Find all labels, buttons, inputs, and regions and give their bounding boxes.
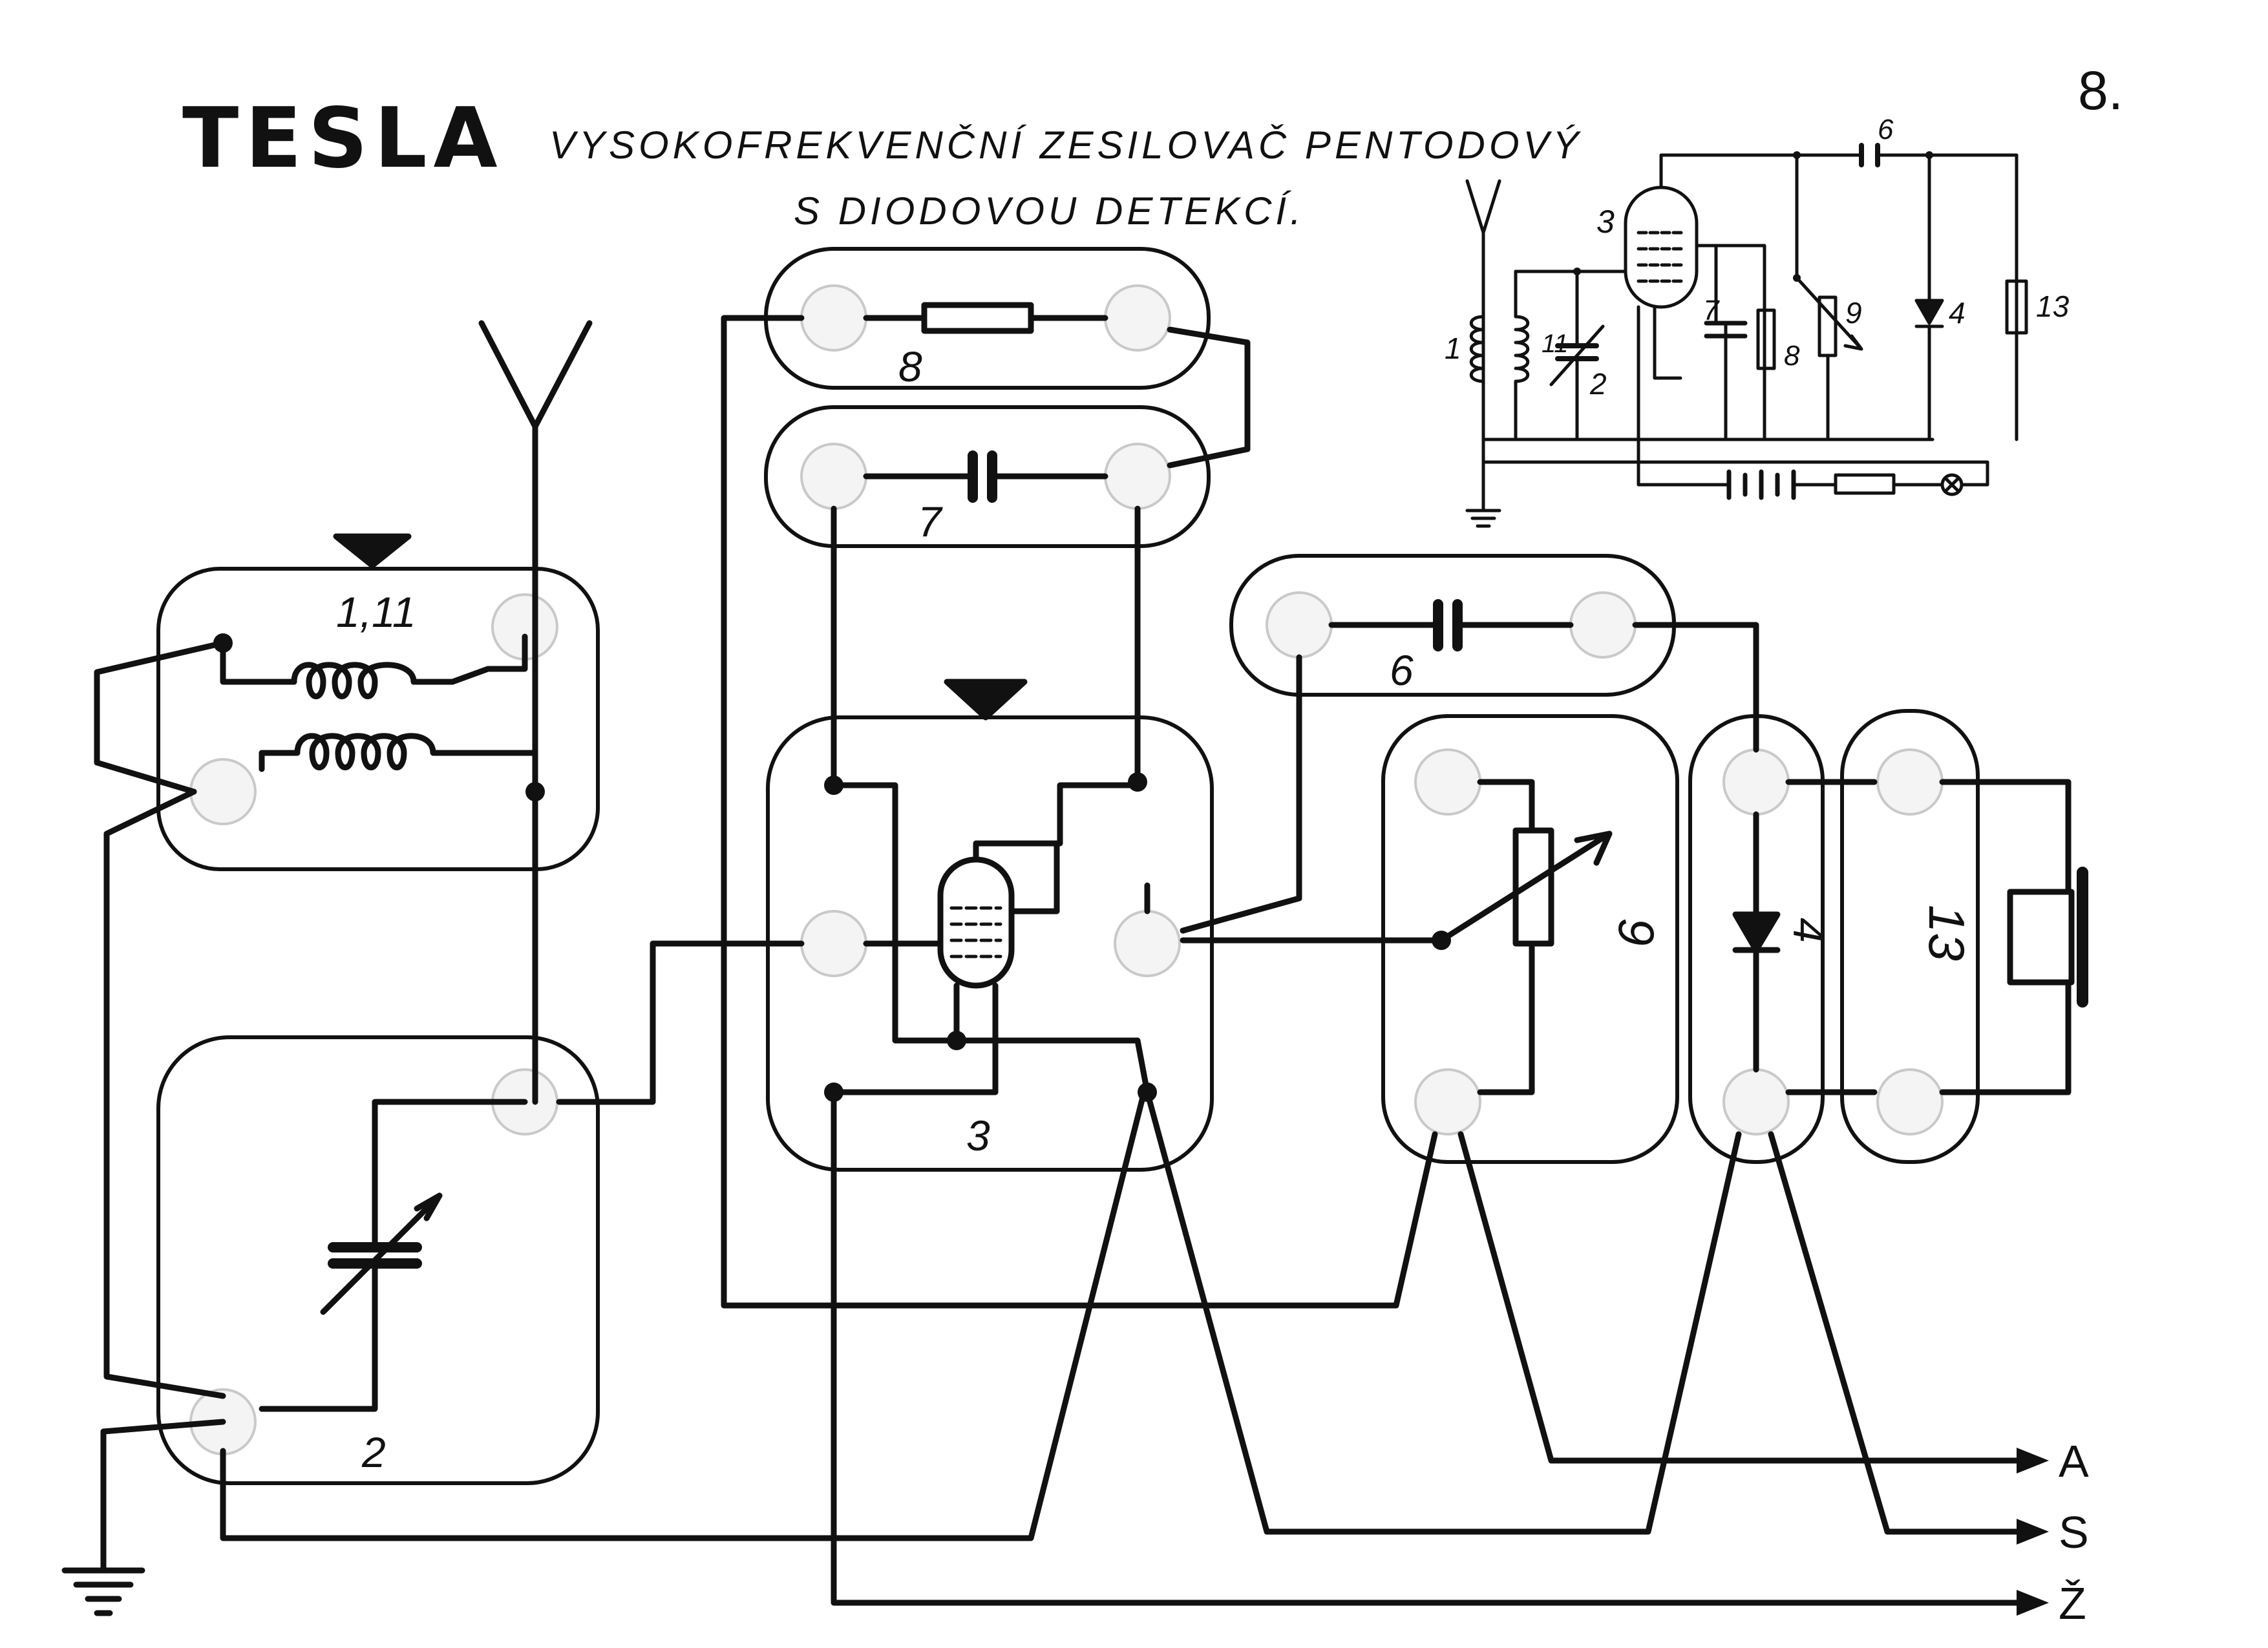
socket-cap7-left[interactable] (800, 443, 867, 510)
label-tube: 3 (966, 1112, 990, 1159)
terminal-a: A (2059, 1436, 2089, 1486)
potentiometer-9 (1180, 779, 2020, 1464)
earphone-13 (1939, 779, 2088, 1095)
label-potentiometer: 9 (1608, 918, 1665, 945)
diagram-title-line2: S DIODOVOU DETEKCÍ. (794, 189, 1305, 233)
antenna-icon (478, 320, 593, 630)
socket-cap6-left[interactable] (1266, 591, 1333, 659)
socket-cap7-right[interactable] (1104, 443, 1171, 510)
label-diode: 4 (1784, 918, 1834, 943)
inset-label-diode4: 4 (1949, 296, 1966, 330)
terminal-z: Ž (2059, 1578, 2086, 1629)
inset-label-phone13: 13 (2036, 290, 2070, 323)
inset-label-coil2: 11 (1542, 330, 1569, 358)
inset-schematic: 3 6 1 11 2 7 8 9 4 13 (1445, 114, 2070, 528)
inset-label-res8: 8 (1784, 340, 1800, 372)
module-box-coil (156, 567, 600, 871)
diagram-title-line1: VYSOKOFREKVENČNÍ ZESILOVAČ PENTODOVÝ (549, 123, 1583, 167)
socket-cap6-right[interactable] (1569, 591, 1637, 659)
inset-label-coil: 1 (1445, 332, 1461, 365)
label-resistor: 8 (898, 343, 922, 390)
output-arrows (2017, 1448, 2049, 1616)
label-capacitor-2: 2 (361, 1428, 386, 1476)
label-coil: 1,11 (336, 588, 416, 636)
socket-tube-right[interactable] (1114, 910, 1181, 977)
socket-pot-bottom[interactable] (1414, 1068, 1481, 1136)
inset-label-cap7: 7 (1703, 295, 1720, 326)
diode-4 (1732, 779, 2020, 1535)
label-capacitor-7: 7 (918, 498, 943, 545)
socket-diode-top[interactable] (1722, 748, 1790, 816)
socket-coil-left[interactable] (189, 758, 257, 825)
wire-coil-to-cap2 (103, 788, 226, 1399)
inset-label-cap6: 6 (1878, 114, 1894, 145)
label-earphone: 13 (1918, 905, 1975, 961)
inset-label-tube: 3 (1596, 204, 1615, 240)
brand-text: TESLA (182, 90, 504, 187)
socket-tube-left[interactable] (800, 910, 867, 977)
socket-res8-right[interactable] (1104, 284, 1171, 352)
inset-label-pot9: 9 (1845, 296, 1862, 330)
socket-pot-top[interactable] (1414, 748, 1481, 816)
ground-icon (61, 1419, 226, 1616)
tube-3 (824, 679, 2020, 1606)
module-box-capacitor-7 (764, 405, 1211, 548)
socket-res8-left[interactable] (800, 284, 867, 352)
coil-symbol (94, 533, 545, 801)
socket-diode-bottom[interactable] (1722, 1068, 1790, 1136)
page-number: 8. (2078, 60, 2124, 121)
label-capacitor-6: 6 (1390, 646, 1414, 694)
inset-label-cap2: 2 (1589, 367, 1607, 401)
brand-logo: TESLA (182, 90, 504, 187)
module-box-capacitor-2 (156, 1035, 600, 1485)
terminal-s: S (2059, 1507, 2089, 1558)
variable-capacitor-2 (220, 940, 1147, 1541)
capacitor-7 (831, 450, 1141, 788)
resistor-8 (721, 302, 1438, 1309)
socket-phone-top[interactable] (1876, 748, 1944, 816)
capacitor-6 (1180, 599, 1759, 934)
module-box-earphone-13 (1840, 709, 1980, 1164)
socket-phone-bottom[interactable] (1876, 1068, 1944, 1136)
